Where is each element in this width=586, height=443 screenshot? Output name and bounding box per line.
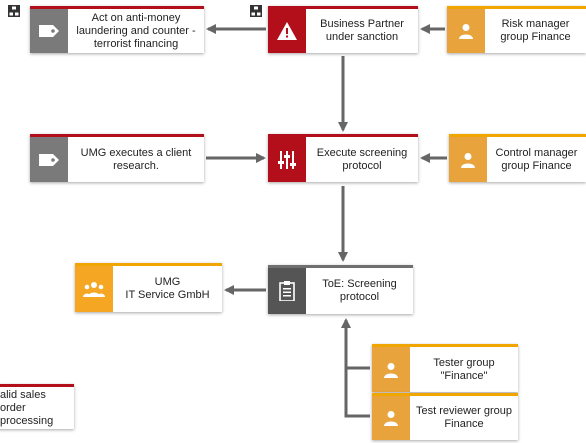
hierarchy-icon[interactable] — [250, 5, 262, 17]
node-label: ToE: Screening protocol — [322, 278, 397, 303]
node-umg-it-service[interactable]: UMG IT Service GmbH — [75, 263, 222, 312]
node-business-partner[interactable]: Business Partner under sanction — [268, 6, 418, 53]
person-icon — [372, 347, 410, 392]
tag-icon — [30, 9, 68, 53]
node-label: UMG executes a client research. — [80, 146, 192, 172]
person-icon — [372, 396, 410, 440]
node-risk-manager[interactable]: Risk manager group Finance — [447, 6, 586, 53]
node-label: Risk manager group Finance — [500, 18, 571, 43]
edge-testers-to-toe — [344, 366, 370, 418]
node-label: Business Partner under sanction — [320, 18, 404, 43]
person-icon — [447, 9, 485, 53]
node-label: Tester group "Finance" — [433, 356, 495, 382]
node-label: Act on anti-money laundering and counter… — [76, 11, 196, 50]
warning-icon — [268, 9, 306, 53]
person-icon — [449, 137, 487, 182]
node-toe-screening[interactable]: ToE: Screening protocol — [268, 265, 413, 314]
clipboard-icon — [268, 268, 306, 314]
hierarchy-icon[interactable] — [8, 5, 20, 17]
node-label: alid sales order processing — [0, 388, 54, 427]
tag-icon — [30, 137, 68, 182]
node-execute-screening[interactable]: Execute screening protocol — [268, 134, 418, 182]
node-tester-group[interactable]: Tester group "Finance" — [372, 344, 518, 392]
node-act-on-aml[interactable]: Act on anti-money laundering and counter… — [30, 6, 204, 53]
node-test-reviewer[interactable]: Test reviewer group Finance — [372, 393, 518, 440]
node-label: Control manager group Finance — [495, 146, 578, 172]
node-label: Test reviewer group Finance — [416, 405, 512, 430]
node-control-manager[interactable]: Control manager group Finance — [449, 134, 586, 182]
node-label: Execute screening protocol — [316, 146, 408, 172]
node-invalid-sales-order[interactable]: alid sales order processing — [0, 384, 74, 429]
sliders-icon — [268, 137, 306, 182]
node-umg-executes[interactable]: UMG executes a client research. — [30, 134, 204, 182]
node-label: UMG IT Service GmbH — [125, 276, 210, 301]
group-icon — [75, 266, 113, 312]
